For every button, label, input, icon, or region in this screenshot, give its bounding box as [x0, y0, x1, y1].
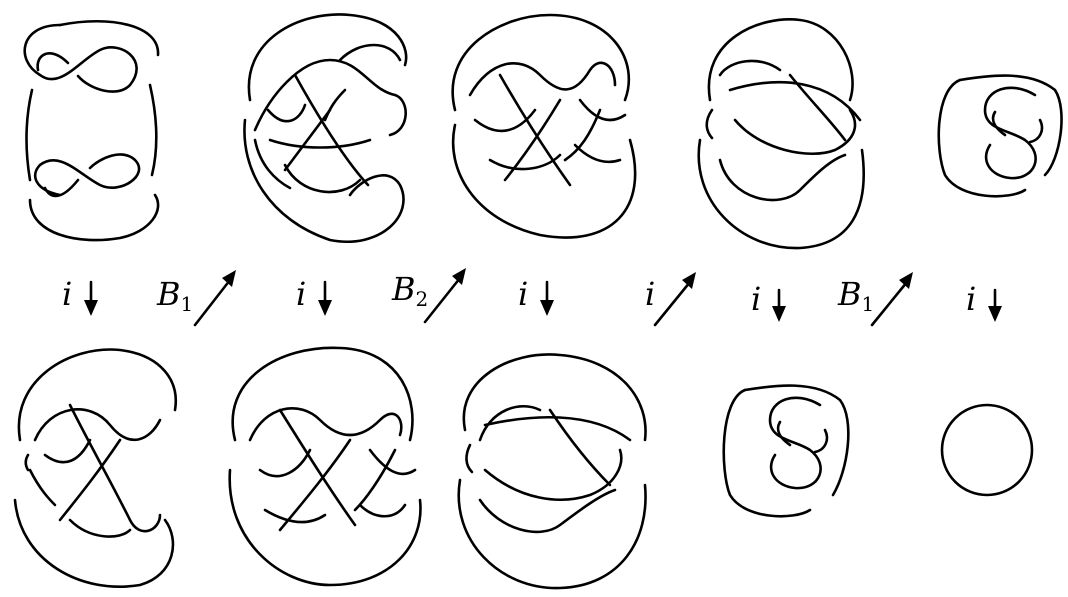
arrow-label-4: B2: [391, 270, 428, 311]
arrow-down-7-head: [772, 306, 786, 322]
knot-top-2: [244, 14, 406, 241]
knot-top-4: [699, 19, 864, 248]
arrow-label-3: i: [296, 275, 306, 313]
arrow-label-2: B1: [156, 275, 193, 316]
arrow-label-9: i: [966, 280, 976, 318]
arrow-up-2: [195, 280, 230, 325]
knot-bottom-5-unknot: [942, 405, 1032, 495]
arrow-label-1: i: [62, 275, 72, 313]
arrow-label-6: i: [645, 275, 655, 313]
knot-bottom-2: [230, 348, 421, 585]
knot-top-5: [939, 76, 1062, 197]
knot-bottom-3: [459, 354, 646, 588]
arrow-up-6-head: [682, 272, 696, 289]
arrow-up-6: [655, 282, 690, 325]
arrow-up-2-head: [222, 270, 236, 287]
arrow-labels: i B1 i B2 i i i B1 i: [62, 268, 1002, 325]
arrow-up-8: [872, 282, 907, 325]
arrow-up-4: [425, 278, 460, 322]
arrow-down-3-head: [318, 300, 332, 316]
arrow-down-5-head: [540, 300, 554, 316]
arrow-down-1-head: [84, 300, 98, 316]
knot-top-3: [453, 15, 635, 238]
knot-top-1: [25, 21, 158, 240]
arrow-up-4-head: [452, 268, 466, 285]
knot-bottom-1: [15, 350, 176, 587]
arrow-label-8: B1: [837, 275, 874, 316]
knot-bottom-4: [724, 386, 849, 517]
arrow-label-5: i: [518, 275, 528, 313]
arrow-label-7: i: [751, 280, 761, 318]
arrow-up-8-head: [899, 272, 913, 289]
arrow-down-9-head: [988, 306, 1002, 322]
